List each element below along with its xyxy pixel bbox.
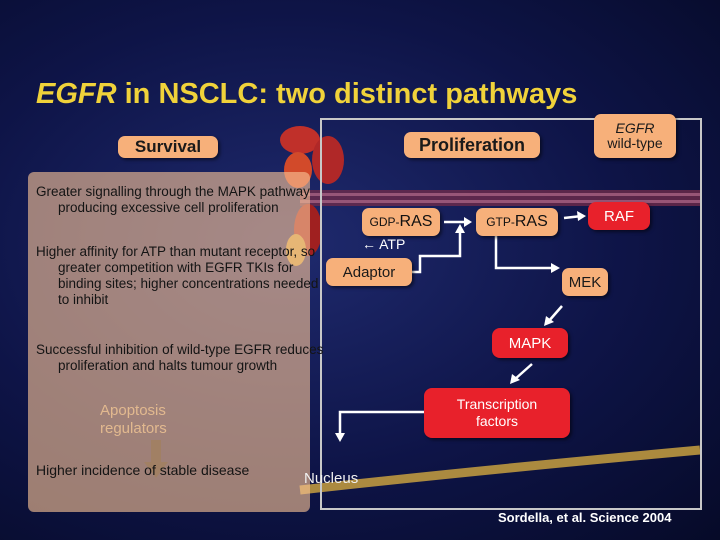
proliferation-header: Proliferation [404, 132, 540, 158]
note-mapk-signalling: Greater signalling through the MAPK path… [36, 184, 310, 215]
gdp-ras-box: GDP-RAS [362, 208, 440, 236]
adaptor-box: Adaptor [326, 258, 412, 286]
mapk-box: MAPK [492, 328, 568, 358]
proliferation-frame [320, 118, 702, 510]
citation: Sordella, et al. Science 2004 [498, 510, 672, 525]
slide-title: EGFR in NSCLC: two distinct pathways [36, 78, 578, 110]
nucleus-membrane [299, 445, 701, 495]
atp-label: ← ATP [362, 236, 406, 252]
mek-box: MEK [562, 268, 608, 296]
note-stable-disease: Higher incidence of stable disease [36, 462, 250, 478]
gtp-ras-box: GTP-RAS [476, 208, 558, 236]
note-atp-affinity: Higher affinity for ATP than mutant rece… [36, 244, 319, 307]
raf-box: RAF [588, 202, 650, 230]
survival-header: Survival [118, 136, 218, 158]
notes-overlay-panel [28, 172, 310, 512]
note-inhibition: Successful inhibition of wild-type EGFR … [36, 342, 324, 373]
nucleus-label: Nucleus [304, 470, 359, 487]
arrow-heads [335, 211, 586, 442]
